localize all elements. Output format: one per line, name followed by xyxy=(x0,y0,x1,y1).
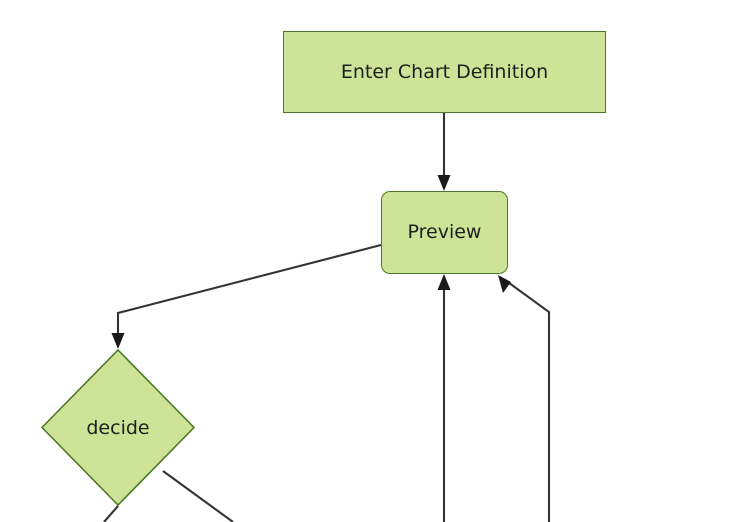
node-decide[interactable]: decide xyxy=(41,349,195,506)
node-preview[interactable]: Preview xyxy=(381,191,508,274)
edge-bottom-left-to-preview xyxy=(437,274,451,522)
edge-bottom-right-to-preview xyxy=(498,275,551,522)
edge-preview-to-decide xyxy=(111,243,382,349)
node-label: Preview xyxy=(407,221,482,244)
edge-decide-right-out xyxy=(162,470,234,522)
edge-enter-to-preview xyxy=(437,113,451,191)
node-enter-chart-definition[interactable]: Enter Chart Definition xyxy=(283,31,606,113)
diamond-shape xyxy=(41,349,195,506)
edge-decide-bottom-out xyxy=(103,505,119,522)
node-label: Enter Chart Definition xyxy=(340,60,549,83)
